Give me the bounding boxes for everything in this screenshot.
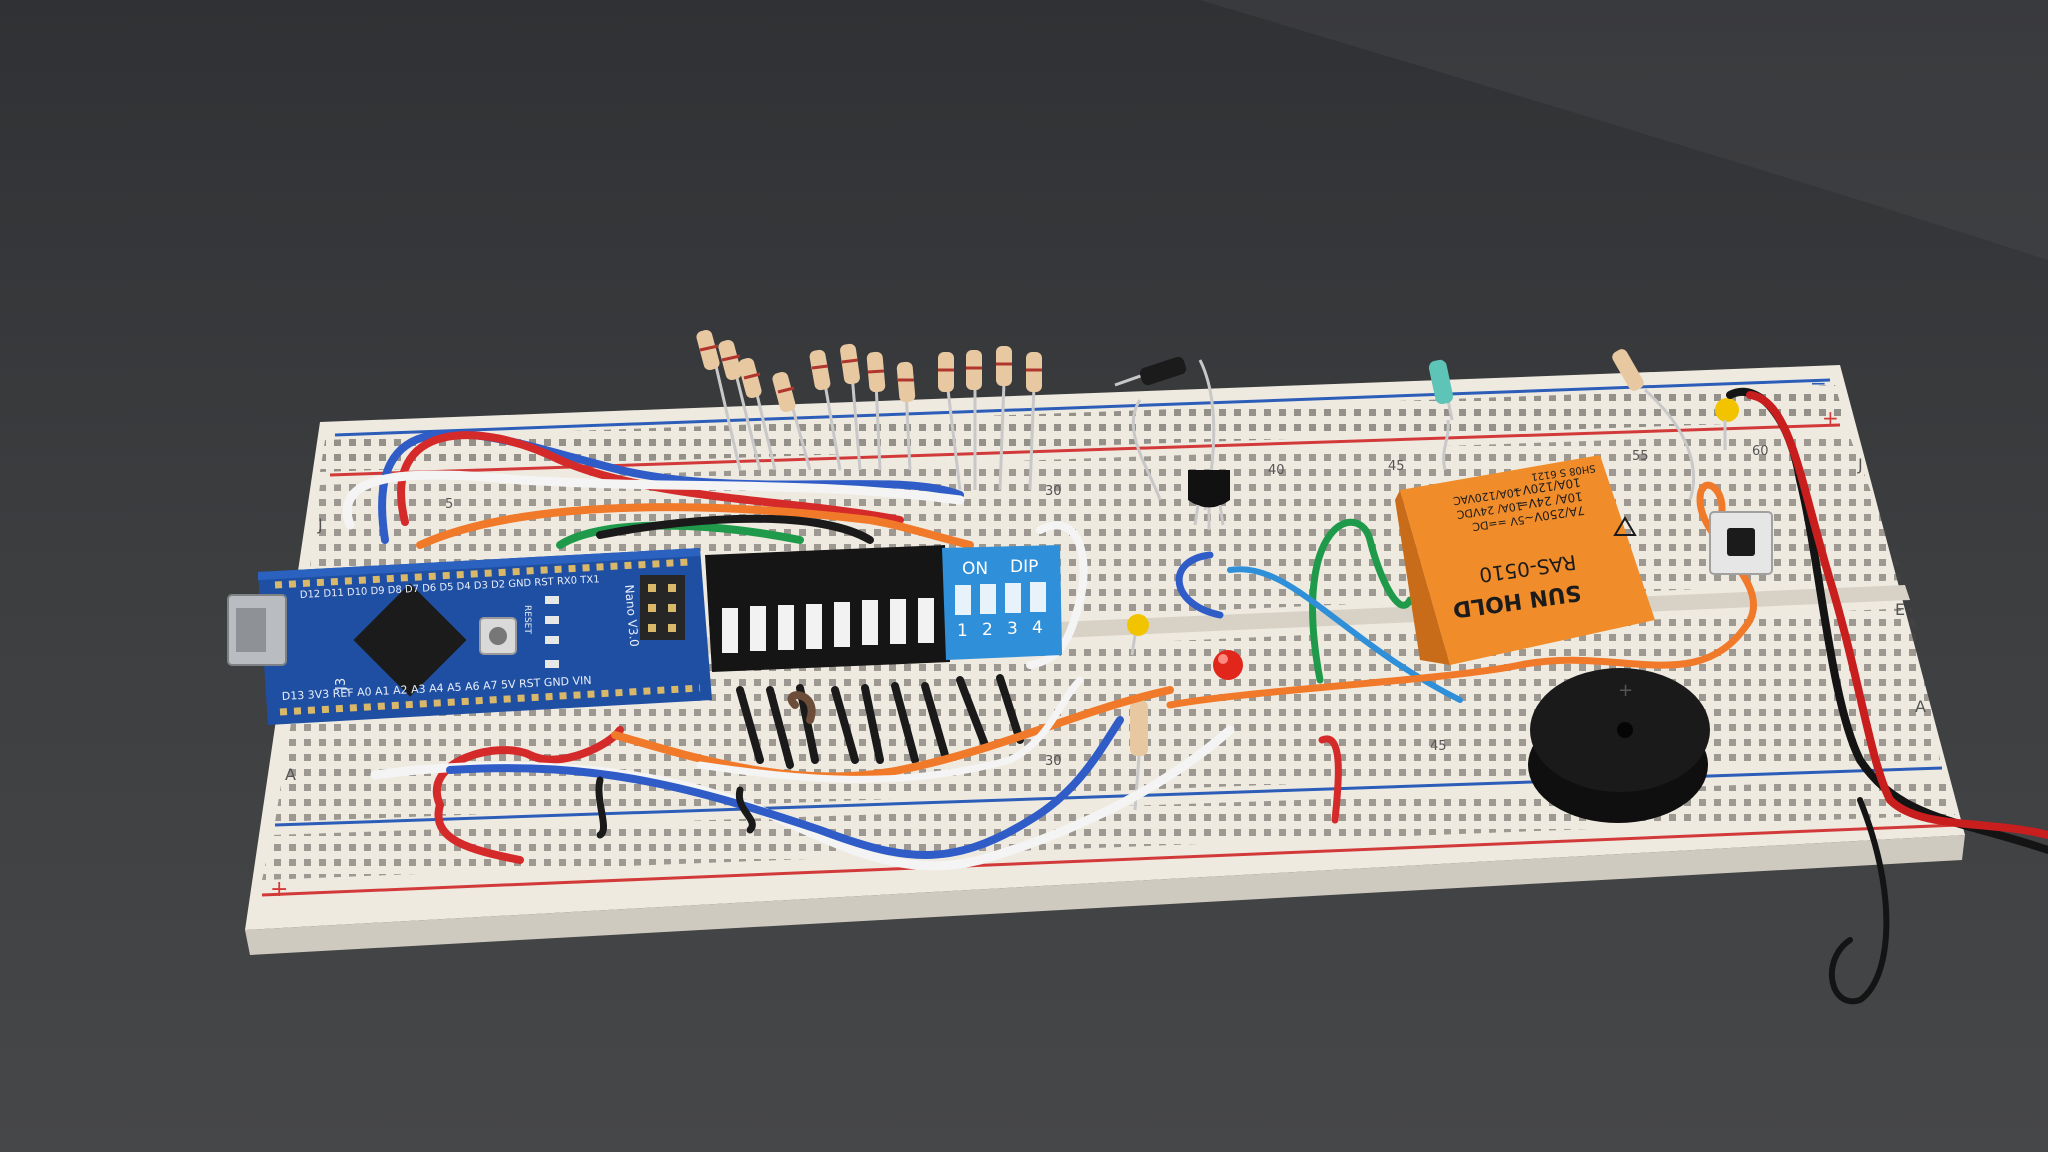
resistor-bottom <box>1130 700 1148 811</box>
rail-plus-label: + <box>270 877 288 902</box>
row-label-a: A <box>1915 697 1926 716</box>
relay-warning-icon <box>1613 516 1637 536</box>
dip4-switch-4[interactable] <box>1030 582 1046 612</box>
col-number-45-bottom: 45 <box>1430 739 1447 754</box>
transistor <box>1188 470 1230 530</box>
capacitor-yellow <box>1715 398 1739 450</box>
wire-red-top <box>397 431 904 526</box>
col-number-30-bottom: 30 <box>1045 754 1062 769</box>
dip8-switch-7[interactable] <box>890 599 906 644</box>
led-tx <box>545 616 559 624</box>
dip4-switch-3[interactable] <box>1005 583 1021 613</box>
resistor-array <box>696 329 1042 491</box>
arduino-nano: D12 D11 D10 D9 D8 D7 D6 D5 D4 D3 D2 GND … <box>227 548 712 725</box>
col-number-40: 40 <box>1268 463 1285 478</box>
wire-orange-top <box>416 503 974 549</box>
row-label-left-j: J <box>317 515 323 534</box>
dip4-switch-1[interactable] <box>955 585 971 615</box>
power-wires <box>1726 387 2048 1005</box>
wire-black-top <box>596 514 874 544</box>
row-label-e: E <box>1895 600 1905 619</box>
led-pwr <box>545 660 559 668</box>
row-label-left-a: A <box>285 765 296 784</box>
dip8-switch-8[interactable] <box>918 598 934 643</box>
dip8-switch-2[interactable] <box>750 606 766 651</box>
dip-on-label: ON <box>962 559 988 579</box>
wire-black-bottom2 <box>735 786 756 834</box>
relay: SUN HOLD RAS-0510 10A/120V~ 10A/ 24V= 7A… <box>1395 455 1655 665</box>
rail-plus-label-top: + <box>1822 406 1839 430</box>
wire-orange-long <box>1166 481 1757 709</box>
dip8-switch-4[interactable] <box>806 604 822 649</box>
wire-red-short <box>1318 735 1342 824</box>
resistor-right <box>1612 349 1696 501</box>
nano-reset-label: RESET <box>522 605 532 634</box>
wire-black-bottom <box>595 776 607 839</box>
dip8-switch-3[interactable] <box>778 605 794 650</box>
wire-white-bottom2 <box>696 676 1084 783</box>
table-reflection <box>1200 0 2048 260</box>
bottom-wires <box>370 676 1235 871</box>
col-number-60: 60 <box>1752 444 1769 459</box>
wire-blue-bottom <box>446 716 1124 859</box>
dip-num-3: 3 <box>1007 619 1018 639</box>
dip-num-4: 4 <box>1032 618 1043 638</box>
col-number-30: 30 <box>1045 484 1062 499</box>
rail-line-blue-top <box>334 378 1831 437</box>
row-label-j: J <box>1857 455 1863 474</box>
wire-red-bottom2 <box>434 801 524 864</box>
buzzer: + <box>1528 668 1710 823</box>
wire-blue-mid <box>1175 551 1224 619</box>
col-number-45: 45 <box>1388 459 1405 474</box>
nano-j3-label: J3 <box>334 678 349 691</box>
nano-model-label: Nano V3.0 <box>622 584 641 647</box>
icsp-header <box>640 575 685 640</box>
wire-red-power <box>1746 391 2048 839</box>
rail-line-red-bottom <box>261 823 1959 897</box>
resistor-teal <box>1428 359 1454 471</box>
dip4-switch-2[interactable] <box>980 584 996 614</box>
dip-num-2: 2 <box>982 620 993 640</box>
push-button[interactable] <box>1709 511 1773 575</box>
black-jumper-bundle <box>736 674 1024 769</box>
dip8-switch-6[interactable] <box>862 600 878 645</box>
buzzer-plus-label: + <box>1618 680 1633 701</box>
wire-blue-top <box>378 429 964 544</box>
wire-red-bottom <box>433 726 624 809</box>
capacitor-yellow-small <box>1127 614 1149 656</box>
wire-black-power-tail <box>1829 797 1890 1005</box>
led-rx <box>545 636 559 644</box>
wire-green-mid <box>1309 518 1414 684</box>
dip-switch-8 <box>705 545 950 672</box>
led-l <box>545 596 559 604</box>
wire-orange-bottom <box>611 686 1174 781</box>
led-red <box>1213 650 1243 680</box>
dip-num-1: 1 <box>957 621 968 641</box>
rail-minus-label-top: − <box>1810 371 1827 395</box>
col-number-55: 55 <box>1632 449 1649 464</box>
dip8-switch-1[interactable] <box>722 608 738 653</box>
dip-switch-4: ON DIP 1 2 3 4 <box>942 545 1062 660</box>
middle-wires <box>1166 481 1757 824</box>
col-number-5: 5 <box>445 497 453 512</box>
dip-dip-label: DIP <box>1010 557 1038 577</box>
dip8-switch-5[interactable] <box>834 602 850 647</box>
wire-white-top <box>342 470 965 530</box>
